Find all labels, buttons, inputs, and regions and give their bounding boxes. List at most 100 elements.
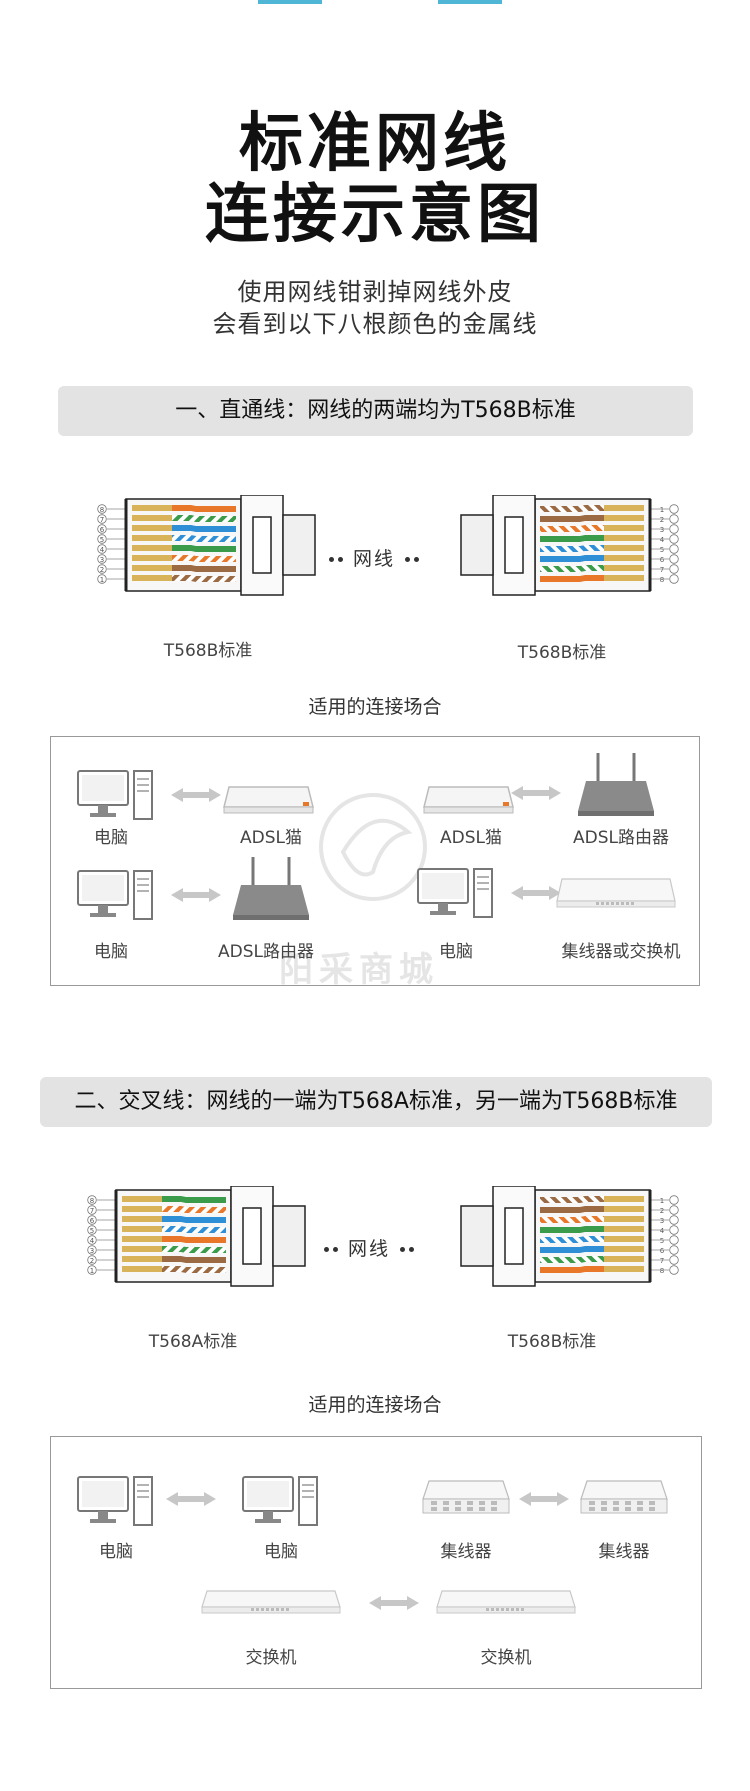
- gold-contact: [604, 1206, 644, 1212]
- wire: [540, 1216, 604, 1223]
- svg-text:8: 8: [100, 506, 104, 514]
- computer-icon: [242, 1476, 318, 1526]
- gold-contact: [604, 515, 644, 521]
- page-title-line1: 标准网线: [239, 107, 511, 181]
- svg-text:6: 6: [660, 1247, 665, 1255]
- device-label: 交换机: [245, 1648, 297, 1668]
- gold-contact: [604, 505, 644, 511]
- gold-contact: [132, 555, 172, 561]
- pin-number-label: 5: [87, 1225, 97, 1235]
- svg-text:6: 6: [100, 526, 105, 534]
- svg-text:7: 7: [660, 566, 664, 574]
- svg-text:3: 3: [660, 526, 664, 534]
- computer-icon: [77, 770, 153, 820]
- pin-number-label: 6: [660, 1245, 679, 1255]
- pin-number-label: 3: [97, 554, 107, 564]
- gold-contact: [604, 1246, 644, 1252]
- wire: [540, 515, 604, 522]
- section1-scenario-box: 阳采商城 电脑 ADSL猫 ADSL猫 ADSL路由器 电脑 ADSL路由器 电…: [50, 736, 700, 990]
- gold-contact: [122, 1236, 162, 1242]
- wire: [540, 535, 604, 542]
- double-arrow-icon: [369, 1596, 419, 1610]
- adsl-modem-icon: [223, 786, 314, 814]
- section1-left-standard-label: T568B标准: [163, 641, 253, 661]
- gold-contact: [604, 565, 644, 571]
- wire: [172, 545, 236, 552]
- subtitle-line2: 会看到以下八根颜色的金属线: [212, 310, 538, 338]
- svg-text:4: 4: [660, 1227, 665, 1235]
- page-title-line2: 连接示意图: [205, 178, 545, 252]
- wire: [172, 555, 236, 562]
- double-arrow-icon: [519, 1492, 569, 1506]
- section1-banner: 一、直通线：网线的两端均为T568B标准: [58, 386, 693, 436]
- hub-icon: [580, 1480, 668, 1514]
- device-label: 电脑: [264, 1542, 298, 1562]
- pin-number-label: 7: [87, 1205, 97, 1215]
- hub-icon: [422, 1480, 510, 1514]
- gold-contact: [122, 1196, 162, 1202]
- device-label: 集线器或交换机: [561, 942, 681, 962]
- svg-text:2: 2: [100, 566, 104, 574]
- wire: [172, 535, 236, 542]
- adsl-router-icon: [233, 857, 309, 920]
- pin-number-label: 8: [660, 1265, 679, 1275]
- gold-contact: [122, 1266, 162, 1272]
- wire: [540, 1196, 604, 1203]
- svg-text:4: 4: [100, 546, 105, 554]
- wire: [162, 1256, 226, 1263]
- gold-contact: [132, 525, 172, 531]
- svg-text:5: 5: [660, 1237, 664, 1245]
- wire: [172, 525, 236, 532]
- gold-contact: [604, 525, 644, 531]
- section2-right-standard-label: T568B标准: [507, 1332, 597, 1352]
- device-label: ADSL路由器: [573, 828, 669, 848]
- gold-contact: [604, 1196, 644, 1202]
- double-arrow-icon: [166, 1492, 216, 1506]
- wire: [540, 1246, 604, 1253]
- gold-contact: [122, 1216, 162, 1222]
- pin-number-label: 2: [97, 564, 107, 574]
- svg-text:5: 5: [100, 536, 104, 544]
- pin-number-label: 6: [660, 554, 679, 564]
- svg-text:4: 4: [90, 1237, 95, 1245]
- section2-cable-label: 网线: [322, 1234, 416, 1261]
- wire: [540, 575, 604, 582]
- computer-icon: [417, 868, 493, 918]
- computer-icon: [77, 870, 153, 920]
- svg-text:5: 5: [90, 1227, 94, 1235]
- section1-right-standard-label: T568B标准: [517, 643, 607, 663]
- pin-number-label: 2: [660, 1205, 679, 1215]
- plug-latch: [504, 1207, 524, 1265]
- top-tab-right: [438, 0, 502, 4]
- top-tab-left: [258, 0, 322, 4]
- svg-text:3: 3: [660, 1217, 664, 1225]
- wire: [162, 1266, 226, 1273]
- svg-text:8: 8: [660, 576, 664, 584]
- pin-number-label: 5: [660, 1235, 679, 1245]
- wire: [540, 1236, 604, 1243]
- gold-contact: [604, 575, 644, 581]
- svg-text:3: 3: [100, 556, 104, 564]
- cable-jacket: [460, 514, 494, 576]
- pin-number-label: 1: [97, 574, 107, 584]
- cable-jacket: [282, 514, 316, 576]
- svg-text:8: 8: [660, 1267, 664, 1275]
- svg-text:8: 8: [90, 1197, 94, 1205]
- wire: [162, 1246, 226, 1253]
- gold-contact: [604, 1216, 644, 1222]
- wire: [540, 545, 604, 552]
- wire: [540, 565, 604, 572]
- cable-jacket: [460, 1205, 494, 1267]
- device-label: 集线器: [598, 1542, 650, 1562]
- svg-text:1: 1: [660, 506, 664, 514]
- gold-contact: [122, 1246, 162, 1252]
- svg-text:3: 3: [90, 1247, 94, 1255]
- wire: [540, 505, 604, 512]
- device-label: 交换机: [480, 1648, 532, 1668]
- section1-cable-label: 网线: [327, 544, 421, 571]
- watermark: 阳采商城: [279, 950, 439, 990]
- wire: [540, 1266, 604, 1273]
- pin-number-label: 4: [660, 534, 679, 544]
